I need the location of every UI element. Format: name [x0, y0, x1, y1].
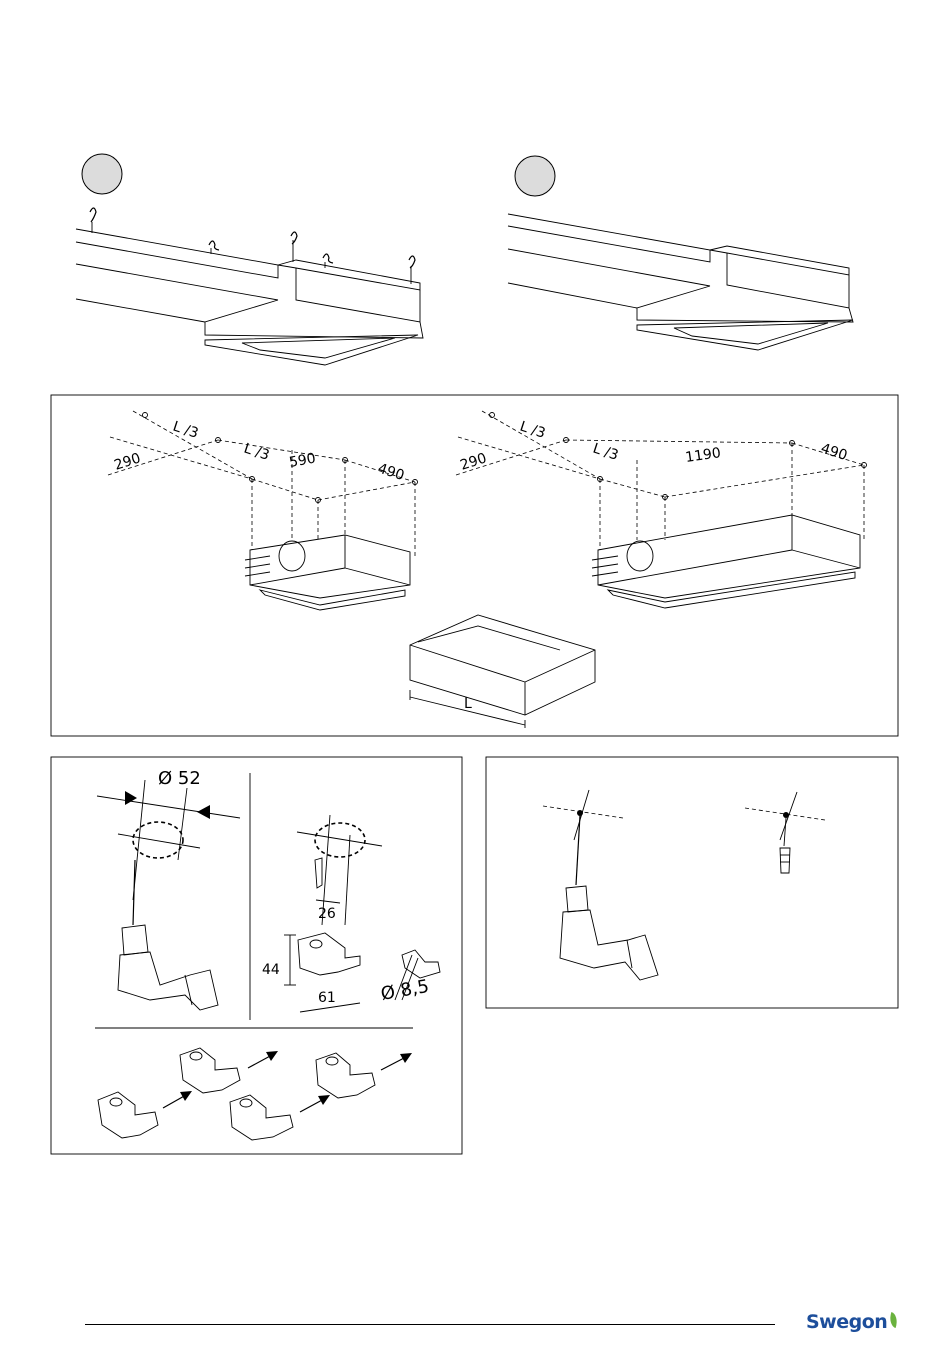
dim-width-1190: 1190 — [684, 445, 722, 466]
dim-depth-490b: 490 — [819, 441, 849, 464]
bracket-step-2 — [180, 1048, 240, 1093]
dim-offset-290b: 290 — [458, 450, 488, 473]
dim-bolt-diameter: Ø 8,5 — [379, 976, 430, 1005]
bracket-step-4 — [316, 1053, 375, 1098]
step-2-illustration — [508, 156, 853, 350]
dim-l-third-1b: L /3 — [518, 419, 548, 442]
drill-icon — [560, 886, 658, 980]
step-1-illustration — [76, 154, 423, 365]
dim-hole-diameter: Ø 52 — [158, 768, 201, 789]
dimensions-panel — [51, 395, 898, 736]
arrow-icon — [381, 1053, 412, 1070]
swegon-logo: Swegon — [806, 1311, 887, 1333]
drill-icon — [118, 860, 218, 1010]
step-circle-1 — [82, 154, 122, 194]
dim-bracket-height: 44 — [262, 962, 280, 978]
anchor-panel — [486, 757, 898, 1008]
dim-offset-290: 290 — [112, 450, 142, 473]
length-drawing: L — [410, 615, 595, 728]
arrow-icon — [163, 1091, 192, 1108]
bracket-drawing: 26 44 61 Ø 8,5 — [262, 815, 440, 1012]
dim-bracket-offset: 26 — [318, 906, 336, 922]
dim-l-third-2b: L /3 — [591, 441, 621, 464]
hole-drilling-drawing: Ø 52 — [97, 768, 240, 1010]
hanger-icon — [209, 241, 219, 254]
anchor-drilling-drawing — [543, 790, 825, 980]
dim-l-third-1: L /3 — [171, 419, 201, 442]
bracket-step-1 — [98, 1092, 158, 1138]
wall-plug-icon — [780, 848, 790, 873]
arrow-icon — [248, 1051, 278, 1068]
dimension-drawing-1190: L /3 L /3 290 1190 490 — [456, 411, 867, 608]
dim-length-l: L — [464, 696, 472, 712]
bracket-sequence — [98, 1048, 412, 1140]
footer-divider — [85, 1324, 775, 1325]
dim-bracket-width: 61 — [318, 990, 336, 1006]
dim-width-590: 590 — [288, 451, 317, 471]
dim-l-third-2: L /3 — [242, 441, 272, 464]
arrow-icon — [300, 1095, 330, 1112]
bracket-step-3 — [230, 1095, 293, 1140]
hanger-icon — [90, 208, 96, 233]
hanger-icon — [409, 256, 415, 284]
hanger-icon — [291, 232, 297, 262]
step-circle-2 — [515, 156, 555, 196]
dim-depth-490: 490 — [376, 461, 406, 484]
dimension-drawing-590: L /3 L /3 290 590 490 — [108, 411, 418, 610]
